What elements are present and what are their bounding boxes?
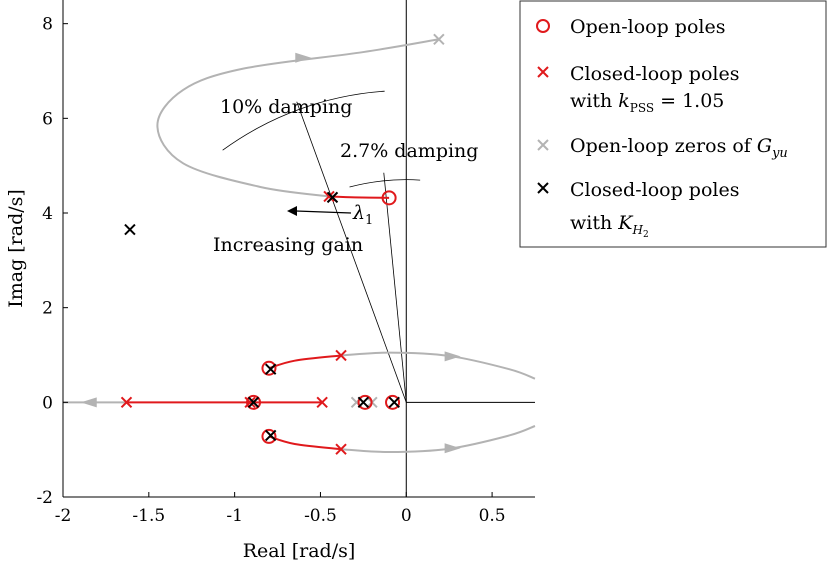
- plot-lines: [63, 0, 536, 497]
- closed-loop-pole-kh2-marker: [357, 396, 370, 409]
- closed-loop-pole-kh2-marker: [124, 223, 136, 236]
- open-loop-zero-marker: [433, 33, 445, 45]
- gray-locus-arrow-3: [80, 397, 97, 408]
- x-tick-label: -1.5: [132, 506, 165, 526]
- legend-open-loop-zeros: Open-loop zeros of Gyu: [537, 135, 788, 161]
- legend: Open-loop poles Closed-loop poles with k…: [519, 0, 827, 248]
- open-loop-pole-marker: [261, 360, 277, 376]
- legend-x-marker-gray: [537, 139, 549, 151]
- legend-circle-marker: [536, 19, 550, 33]
- damping-arc-10: [222, 90, 385, 151]
- closed-loop-pole-kh2-marker: [247, 396, 260, 409]
- gray-locus-arrow-0: [295, 52, 312, 63]
- legend-label-closed-loop-poles-kh2: Closed-loop poles: [570, 179, 739, 201]
- x-tick-label: 0.5: [479, 506, 506, 526]
- closed-loop-pole-kpss-marker: [120, 396, 133, 409]
- y-tick-label: 0: [42, 393, 53, 413]
- annotation-lambda: λ1: [352, 202, 373, 228]
- gray-locus-0: [156, 38, 440, 198]
- closed-loop-pole-kpss-marker: [335, 349, 347, 362]
- open-loop-pole-marker: [385, 394, 401, 410]
- annotation-2-7-damping: 2.7% damping: [340, 140, 478, 162]
- open-loop-pole-marker: [246, 394, 262, 410]
- annotation-10-damping: 10% damping: [220, 96, 352, 118]
- gray-locus-arrow-2: [444, 443, 461, 454]
- legend-label-kh2: with KH2: [570, 212, 649, 240]
- y-tick-label: -2: [36, 488, 53, 508]
- increasing-gain-arrow-line: [295, 210, 352, 214]
- open-loop-pole-marker: [261, 428, 277, 444]
- red-locus-0: [328, 195, 390, 199]
- closed-loop-pole-kh2-marker: [326, 191, 339, 204]
- closed-loop-pole-kh2-marker: [264, 363, 277, 375]
- gray-locus-2: [340, 425, 536, 454]
- closed-loop-pole-kpss-marker: [244, 396, 256, 409]
- closed-loop-pole-kpss-marker: [335, 443, 347, 455]
- gray-locus-1: [340, 351, 536, 380]
- x-tick-label: -0.5: [304, 506, 337, 526]
- legend-closed-loop-poles-kpss: Closed-loop poles with kPSS = 1.05: [537, 63, 739, 115]
- annotation-increasing-gain: Increasing gain: [213, 234, 363, 256]
- closed-loop-pole-kh2-marker: [264, 429, 277, 442]
- damping-line-2-7: [383, 172, 407, 403]
- x-tick-label: -2: [55, 506, 72, 526]
- legend-x-marker-red: [537, 66, 549, 78]
- legend-closed-loop-poles-kh2: Closed-loop poles with KH2: [537, 179, 739, 240]
- y-tick-label: 4: [42, 204, 53, 224]
- plot-markers: [120, 33, 445, 455]
- legend-label-open-loop-zeros: Open-loop zeros of Gyu: [570, 135, 788, 161]
- x-axis-label: Real [rad/s]: [243, 540, 356, 562]
- legend-box: [519, 0, 827, 248]
- gray-locus-arrow-1: [444, 351, 461, 362]
- legend-label-closed-loop-poles-kpss: Closed-loop poles: [570, 63, 739, 85]
- y-axis-label: Imag [rad/s]: [5, 189, 27, 308]
- legend-label-open-loop-poles: Open-loop poles: [570, 16, 725, 38]
- legend-open-loop-poles: Open-loop poles: [536, 16, 725, 38]
- damping-arc-2-7: [349, 179, 421, 188]
- legend-label-kpss: with kPSS = 1.05: [570, 90, 724, 115]
- red-locus-2: [268, 435, 342, 451]
- y-tick-label: 2: [42, 299, 53, 319]
- x-tick-label: 0: [401, 506, 412, 526]
- closed-loop-pole-kpss-marker: [323, 190, 335, 203]
- closed-loop-pole-kh2-marker: [388, 396, 400, 409]
- red-locus-1: [268, 354, 342, 370]
- y-tick-label: 6: [42, 109, 53, 129]
- open-loop-pole-marker: [381, 190, 397, 206]
- increasing-gain-arrowhead: [287, 206, 297, 216]
- closed-loop-pole-kpss-marker: [316, 396, 328, 409]
- open-loop-pole-marker: [357, 394, 373, 410]
- x-tick-label: -1: [226, 506, 243, 526]
- legend-x-marker-black: [537, 182, 549, 194]
- y-tick-label: 8: [42, 15, 53, 35]
